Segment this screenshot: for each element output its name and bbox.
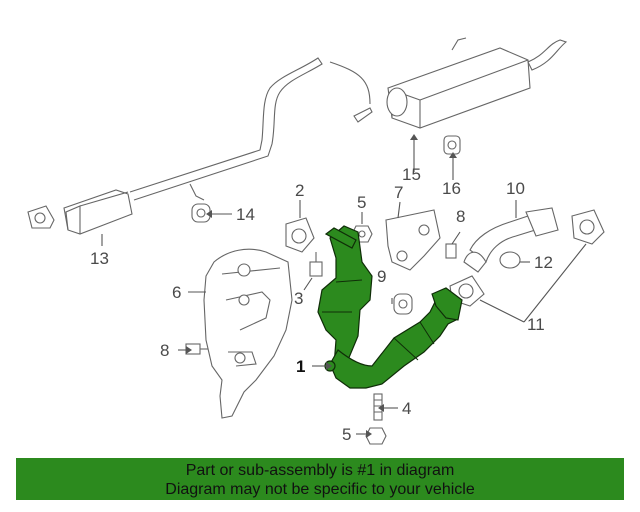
callout-13: 13 (90, 249, 109, 268)
callout-7: 7 (394, 183, 403, 202)
callout-5-top: 5 (357, 193, 366, 212)
exhaust-parts-diagram: 1 2 3 4 5 5 6 7 8 8 9 10 11 12 13 14 15 … (27, 37, 605, 445)
rear-muffler[interactable] (329, 37, 568, 129)
banner-line-1: Part or sub-assembly is #1 in diagram (185, 462, 455, 479)
arrowheads (186, 134, 457, 438)
callout-6: 6 (172, 283, 181, 302)
hanger-16[interactable] (443, 135, 461, 155)
leader-lines (101, 140, 587, 435)
callout-11: 11 (527, 315, 545, 334)
hanger-14[interactable] (191, 203, 211, 223)
clamp-12[interactable] (499, 251, 521, 269)
callout-8-right: 8 (456, 207, 465, 226)
callout-12: 12 (534, 253, 553, 272)
callout-9: 9 (377, 267, 386, 286)
gasket-2[interactable] (285, 217, 315, 253)
hanger-9[interactable] (393, 293, 413, 315)
callout-15: 15 (402, 165, 421, 184)
callout-10: 10 (506, 179, 525, 198)
callout-1: 1 (296, 357, 305, 376)
heat-shield[interactable] (203, 248, 293, 419)
flex-pipe-10[interactable] (463, 207, 559, 273)
callout-5-bottom: 5 (342, 425, 351, 444)
stud-3[interactable] (309, 252, 323, 277)
bolt-8-right[interactable] (445, 243, 457, 259)
intermediate-pipe[interactable] (27, 57, 323, 235)
callout-2: 2 (295, 181, 304, 200)
bracket-7[interactable] (385, 209, 441, 271)
banner-line-2: Diagram may not be specific to your vehi… (165, 481, 475, 498)
callout-16: 16 (442, 179, 461, 198)
catalytic-converter-assembly[interactable] (317, 225, 463, 389)
gasket-11-right[interactable] (571, 209, 605, 245)
callout-3: 3 (294, 289, 303, 308)
callout-14: 14 (236, 205, 255, 224)
info-banner: Part or sub-assembly is #1 in diagram Di… (16, 458, 624, 500)
callout-4: 4 (402, 399, 411, 418)
callout-8-left: 8 (160, 341, 169, 360)
callout-labels: 1 2 3 4 5 5 6 7 8 8 9 10 11 12 13 14 15 … (90, 165, 553, 444)
